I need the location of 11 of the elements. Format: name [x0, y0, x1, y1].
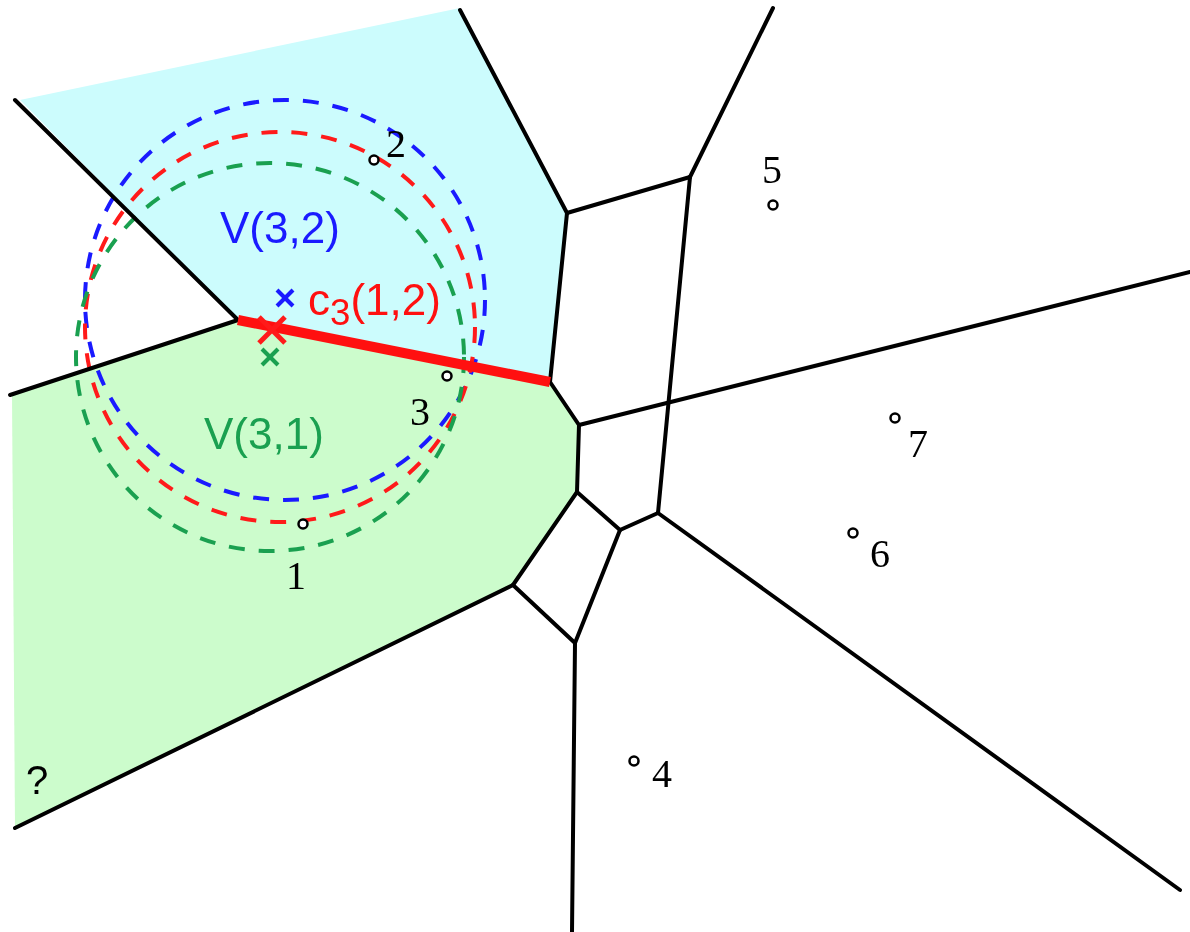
point-number: 7: [908, 424, 928, 464]
circle-label: c$_{3}$(1,2): [308, 278, 441, 332]
point-number: 2: [386, 124, 406, 164]
point-number: 3: [410, 392, 430, 432]
question-mark: ?: [26, 760, 49, 800]
point-number: 6: [870, 534, 890, 574]
cell-label: V(3,1): [204, 412, 324, 456]
point-number: 4: [652, 754, 672, 794]
cell-label: V(3,2): [220, 206, 340, 250]
point-number: 5: [762, 150, 782, 190]
point-number: 1: [286, 556, 306, 596]
